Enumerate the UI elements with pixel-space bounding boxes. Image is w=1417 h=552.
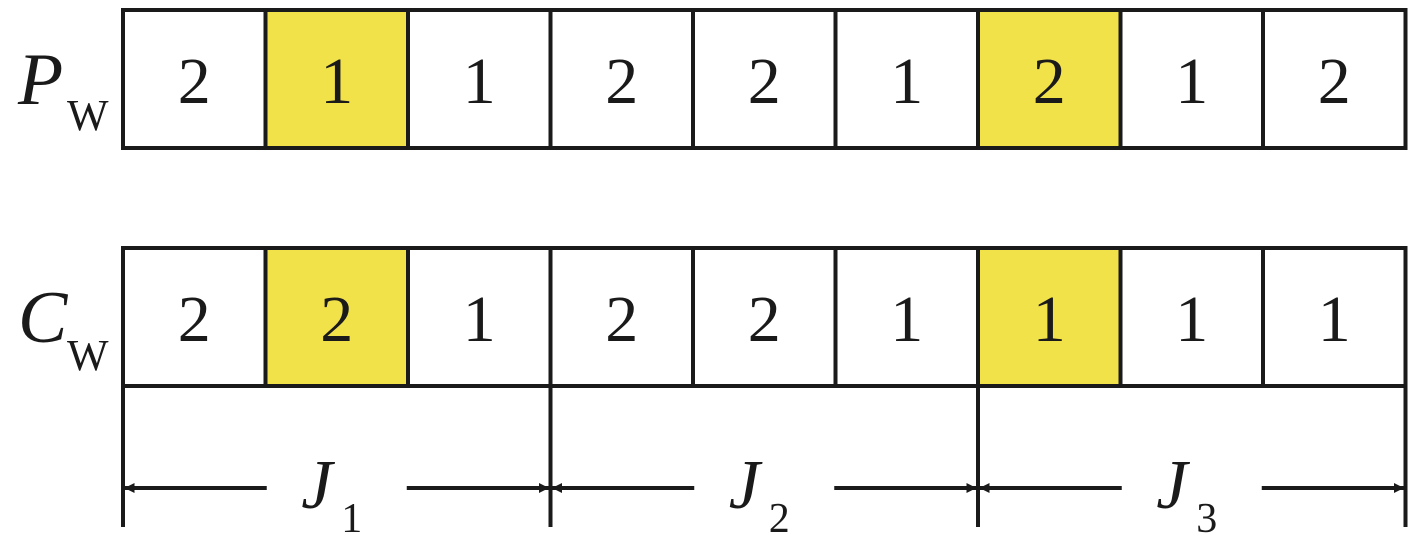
row-label-c-sub: W [67, 331, 109, 380]
row-cw-cells: 2 2 1 2 2 1 1 1 1 [121, 246, 1408, 388]
gene-cell [121, 8, 268, 150]
gene-cell [548, 246, 695, 388]
segment-label-sub: 2 [769, 496, 790, 542]
gene-cell [1261, 8, 1408, 150]
cell-value: 2 [605, 45, 638, 118]
cell-value: 1 [1175, 45, 1208, 118]
row-label-p-main: P [17, 39, 63, 121]
highlighted-cell [263, 8, 410, 150]
gene-cell [691, 246, 838, 388]
cell-value: 2 [320, 283, 353, 356]
cell-value: 1 [320, 45, 353, 118]
cell-value: 2 [1033, 45, 1066, 118]
cell-value: 1 [890, 283, 923, 356]
row-label-p-sub: W [67, 91, 109, 140]
cell-value: 1 [1175, 283, 1208, 356]
gene-cell [406, 8, 553, 150]
cell-value: 1 [890, 45, 923, 118]
cell-value: 2 [748, 283, 781, 356]
highlighted-cell [976, 8, 1123, 150]
gene-cell [1118, 246, 1265, 388]
cell-value: 2 [605, 283, 638, 356]
segment-label: J [1156, 447, 1190, 524]
segment-label: J [301, 447, 335, 524]
segment-label: J [729, 447, 763, 524]
segment-label-sub: 1 [341, 496, 362, 542]
gene-cell [1261, 246, 1408, 388]
row-label-p: P W [17, 39, 109, 140]
row-label-c: C W [18, 277, 109, 380]
cell-value: 1 [1033, 283, 1066, 356]
row-pw-cells: 2 1 1 2 2 1 2 1 2 [121, 8, 1408, 150]
gene-cell [833, 8, 980, 150]
cell-value: 2 [178, 45, 211, 118]
cell-value: 2 [1318, 45, 1351, 118]
segment-label-sub: 3 [1196, 496, 1217, 542]
gene-cell [691, 8, 838, 150]
cell-value: 1 [1318, 283, 1351, 356]
gene-cell [1118, 8, 1265, 150]
highlighted-cell [976, 246, 1123, 388]
cell-value: 1 [463, 45, 496, 118]
gene-cell [406, 246, 553, 388]
cell-value: 2 [748, 45, 781, 118]
gene-cell [121, 246, 268, 388]
cell-value: 2 [178, 283, 211, 356]
cell-value: 1 [463, 283, 496, 356]
row-label-c-main: C [18, 277, 69, 359]
